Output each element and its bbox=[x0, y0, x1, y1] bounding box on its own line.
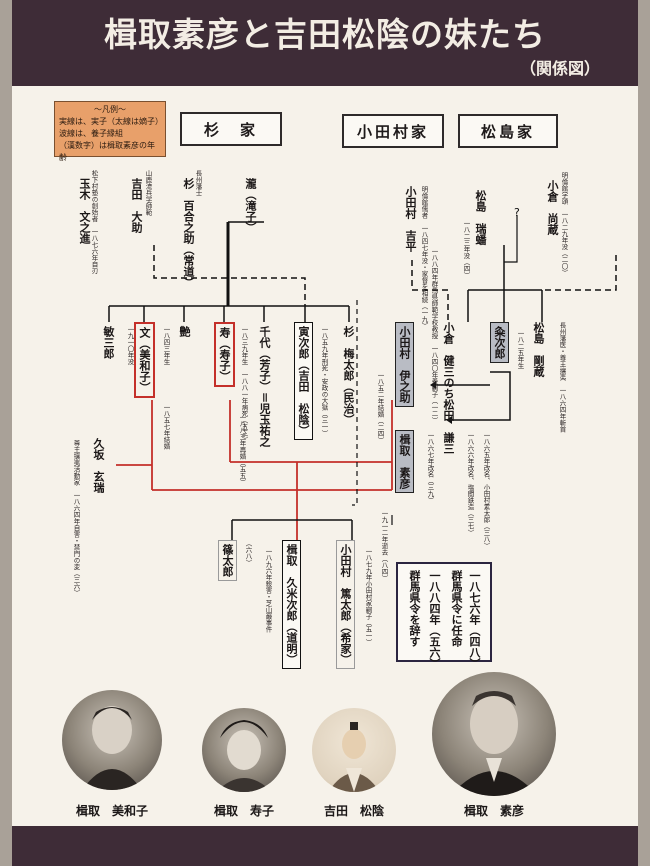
person-kojiro: 粂次郎 bbox=[490, 322, 509, 363]
person-katori-kumejiro: 楫取 久米次郎（道明） bbox=[282, 540, 301, 669]
person-ogura-hisashi: 小倉 尚蔵 bbox=[546, 180, 559, 235]
portrait-samurai-icon bbox=[312, 708, 396, 792]
portrait-caption: 楫取 美和子 bbox=[75, 804, 148, 818]
person-note: 長州藩医・尊王攘夷 一八六四年斬首 bbox=[558, 322, 566, 433]
family-matsushima: 松島家 bbox=[458, 114, 558, 148]
person-matsushima-gozo: 松島 剛蔵 bbox=[532, 322, 545, 377]
person-shintaro: 篠太郎 bbox=[218, 540, 237, 581]
person-note: 一九一〇年没 bbox=[126, 326, 134, 365]
person-note: 一八二五年生 bbox=[516, 330, 524, 369]
annotation: 一九一二年逝去（八四） bbox=[380, 510, 388, 582]
header-band: 楫取素彦と吉田松陰の妹たち （関係図） bbox=[12, 0, 638, 86]
person-katori-motohiko: 楫取 素彦 bbox=[395, 430, 414, 493]
person-fumi: 文（美和子） bbox=[134, 322, 155, 398]
footer-band bbox=[12, 826, 638, 866]
legend-line: 実線は、実子（太線は嫡子） bbox=[59, 117, 163, 126]
person-note: 松下村塾の創始者 一八七六年自刃 bbox=[90, 170, 98, 274]
person-note: 山鹿流兵学師範 bbox=[144, 170, 152, 216]
person-taki: 瀧（滝子） bbox=[244, 178, 257, 233]
family-sugi: 杉 家 bbox=[180, 112, 282, 146]
person-note: （六八） bbox=[244, 540, 252, 566]
person-note: 明倫館学頭 一八二九年没（二〇） bbox=[560, 172, 568, 276]
person-note: 一八四三年生 bbox=[162, 326, 170, 365]
annotation: 一八五七年結婚 bbox=[162, 404, 170, 450]
person-note: 一八九六年殺害・芝山巌事件 bbox=[264, 548, 272, 633]
person-matsushima-zuiban: 松島 瑞蟠 bbox=[474, 190, 487, 245]
page-title: 楫取素彦と吉田松陰の妹たち bbox=[104, 15, 546, 54]
page-subtitle: （関係図） bbox=[519, 59, 600, 78]
person-kusaka: 久坂 玄瑞 bbox=[92, 438, 105, 493]
person-ogura-kenzo: 小倉 健三のち松田 謙三 bbox=[442, 322, 455, 454]
person-note: 尊王攘夷活動家 一八六四年自害・禁門の変（三六） bbox=[72, 440, 80, 596]
person-yoshida-daisuke: 吉田 大助 bbox=[130, 178, 143, 233]
annotation: 一八六六年改名、塩間鉄造（三七） bbox=[466, 432, 474, 536]
person-note: 一八七九年小田村家嗣子（五一） bbox=[364, 548, 372, 646]
note-line: 一八七六年（四八） bbox=[468, 570, 481, 669]
annotation: 一八六五年改名、小田村素太郎（三八） bbox=[482, 432, 490, 549]
person-note: 一八二三年没（四） bbox=[462, 220, 470, 279]
note-line: 群馬県令を辞す bbox=[408, 570, 421, 647]
unknown-marker: ? bbox=[514, 206, 520, 219]
person-chiyo: 千代（芳子）＝児玉祐之 bbox=[258, 326, 271, 447]
portrait-man-icon bbox=[432, 672, 556, 796]
legend-line: 波線は、養子縁組 bbox=[59, 129, 123, 138]
person-sugi-yurinosuke: 杉 百合之助（常道） bbox=[182, 178, 195, 288]
governor-note-box: 一八七六年（四八） 群馬県令に任命 一八八四年（五六） 群馬県令を辞す bbox=[396, 562, 492, 669]
person-tamaki: 玉木 文之進 bbox=[78, 178, 91, 244]
annotation: 一八八三年再婚（五五） bbox=[238, 414, 246, 486]
person-note: 長州藩士 bbox=[194, 170, 202, 196]
portrait-caption: 楫取 寿子 bbox=[213, 804, 274, 818]
person-odamura-tokutaro: 小田村 篤太郎（希家） bbox=[336, 540, 355, 669]
person-hisa: 寿（寿子） bbox=[214, 322, 235, 387]
person-note: 一八三九年生 一八八一年病死（五三） bbox=[240, 326, 248, 443]
annotation: 一八六七年改名（三九） bbox=[426, 432, 434, 504]
person-note: 一八五九年刑死・安政の大獄（三一） bbox=[320, 326, 328, 437]
portrait-woman-elder-icon bbox=[62, 690, 162, 790]
person-sugi-umetaro: 杉 梅太郎（民治） bbox=[342, 326, 355, 425]
person-odamura-inosuke: 小田村 伊之助 bbox=[395, 322, 414, 407]
legend-title: 〜凡例〜 bbox=[94, 105, 126, 114]
note-line: 群馬県令に任命 bbox=[450, 570, 463, 647]
exhibit-panel: 楫取素彦と吉田松陰の妹たち （関係図） bbox=[12, 0, 638, 866]
person-note: 一八五二年結婚（二四） bbox=[376, 372, 384, 444]
legend-line: （漢数字）は楫取素彦の年齢 bbox=[59, 141, 155, 162]
note-line: 一八八四年（五六） bbox=[428, 570, 441, 669]
person-torajiro: 寅次郎（吉田 松陰） bbox=[294, 322, 313, 440]
person-odamura-kichihei: 小田村 吉平 bbox=[404, 186, 417, 252]
person-tsuya: 艶 bbox=[178, 326, 191, 337]
person-binzaburo: 敏三郎 bbox=[102, 326, 115, 359]
person-note: 一八八四年群馬県師範学校教授 一八四〇年養嗣子（一二） bbox=[430, 248, 438, 424]
portrait-caption: 吉田 松陰 bbox=[323, 804, 384, 818]
person-note: 明倫館儒者 一八四七年没・家督を相続（一九） bbox=[420, 186, 428, 329]
portrait-woman-icon bbox=[202, 708, 286, 792]
family-odamura: 小田村家 bbox=[342, 114, 444, 148]
relationship-lines bbox=[108, 215, 617, 540]
portrait-caption: 楫取 素彦 bbox=[463, 804, 524, 818]
legend-box: 〜凡例〜 実線は、実子（太線は嫡子） 波線は、養子縁組 （漢数字）は楫取素彦の年… bbox=[54, 101, 166, 162]
